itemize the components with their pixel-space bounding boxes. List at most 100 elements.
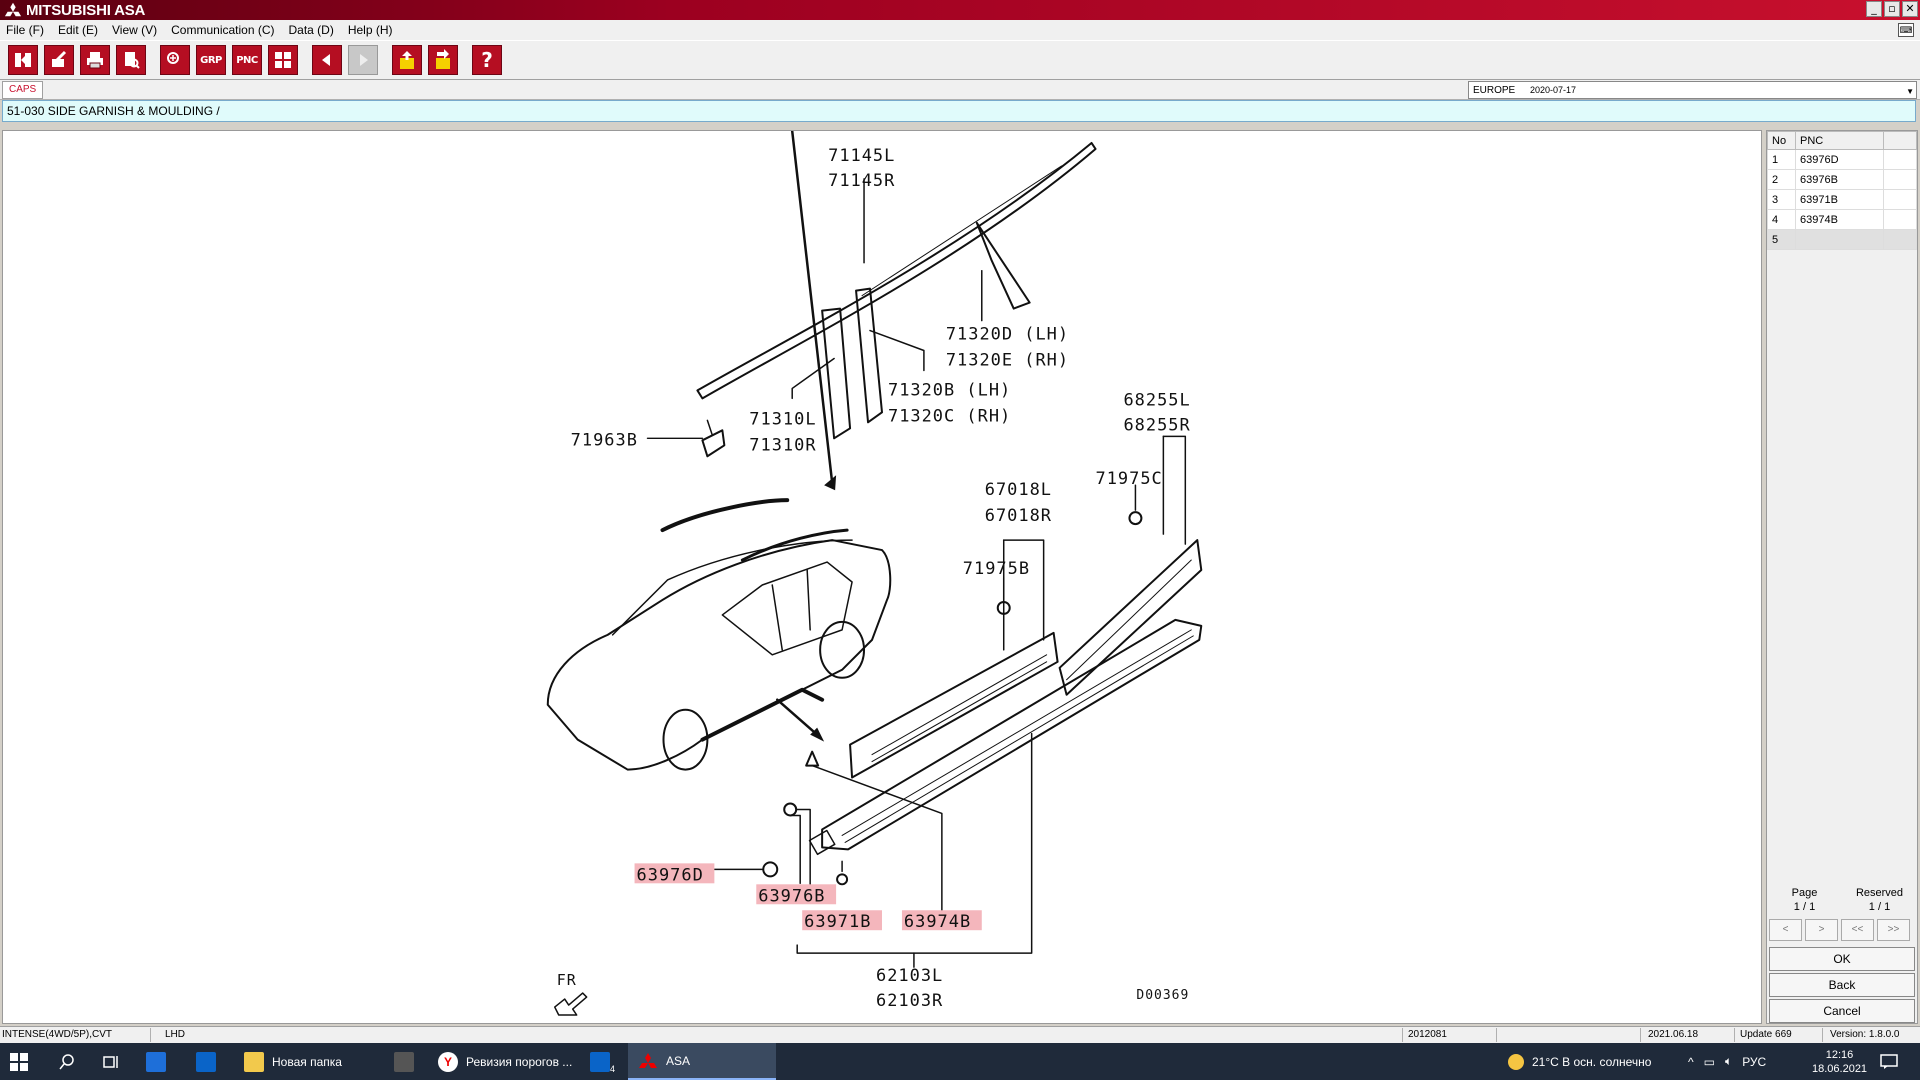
label-71145l[interactable]: 71145L xyxy=(828,145,895,165)
label-63976b[interactable]: 63976B xyxy=(758,885,825,905)
fastener-63976b-drawing xyxy=(836,873,849,886)
previous-button[interactable] xyxy=(312,45,342,75)
back-button[interactable]: Back xyxy=(1769,973,1915,997)
label-63974b[interactable]: 63974B xyxy=(904,911,971,931)
edit-list-button[interactable] xyxy=(44,45,74,75)
row-pnc: 63976B xyxy=(1795,169,1884,190)
grp-button[interactable]: GRP xyxy=(196,45,226,75)
label-71310r[interactable]: 71310R xyxy=(749,434,816,454)
grid-view-button[interactable] xyxy=(268,45,298,75)
task-view-button[interactable] xyxy=(102,1043,120,1080)
cancel-button[interactable]: Cancel xyxy=(1769,999,1915,1023)
close-button[interactable]: ✕ xyxy=(1902,1,1918,17)
label-71320e[interactable]: 71320E (RH) xyxy=(946,349,1069,369)
notification-icon xyxy=(1880,1053,1898,1069)
window-title: MITSUBISHI ASA xyxy=(26,1,146,19)
label-71963b[interactable]: 71963B xyxy=(571,429,638,449)
print-button[interactable] xyxy=(80,45,110,75)
taskbar-asa-label: ASA xyxy=(666,1053,691,1068)
label-63976d[interactable]: 63976D xyxy=(637,864,704,884)
clock[interactable]: 12:16 18.06.2021 xyxy=(1812,1043,1867,1080)
moulding-62103-drawing xyxy=(821,618,1203,851)
keyboard-icon[interactable]: ⌨ xyxy=(1898,23,1914,37)
taskbar-asa[interactable]: ASA xyxy=(628,1043,776,1080)
caps-tab[interactable]: CAPS xyxy=(2,81,44,99)
table-row[interactable]: 1 63976D xyxy=(1767,149,1917,170)
status-date: 2021.06.18 xyxy=(1648,1029,1699,1040)
catalog-home-button[interactable] xyxy=(8,45,38,75)
table-row[interactable]: 5 xyxy=(1767,229,1917,250)
label-71320d[interactable]: 71320D (LH) xyxy=(946,324,1069,344)
next-button[interactable] xyxy=(348,45,378,75)
label-71975b[interactable]: 71975B xyxy=(963,558,1030,578)
import-button[interactable] xyxy=(392,45,422,75)
last-page-button[interactable]: >> xyxy=(1877,919,1910,941)
help-button[interactable]: ? xyxy=(472,45,502,75)
grp-label: GRP xyxy=(200,54,222,66)
menu-data[interactable]: Data (D) xyxy=(288,23,334,37)
keyboard-lang[interactable]: РУС xyxy=(1742,1054,1767,1069)
ok-button[interactable]: OK xyxy=(1769,947,1915,971)
highlight-63976b xyxy=(756,884,837,905)
chevron-up-icon[interactable]: ^ xyxy=(1688,1054,1694,1069)
region-name: EUROPE xyxy=(1473,85,1516,96)
print-preview-button[interactable] xyxy=(116,45,146,75)
taskbar-mail[interactable] xyxy=(196,1043,224,1080)
menu-file[interactable]: File (F) xyxy=(6,23,44,37)
menu-communication[interactable]: Communication (C) xyxy=(171,23,275,37)
weather-text: 21°C В осн. солнечно xyxy=(1532,1054,1652,1069)
taskbar-folder[interactable]: Новая папка xyxy=(236,1043,388,1080)
menu-edit[interactable]: Edit (E) xyxy=(58,23,99,37)
label-71145r[interactable]: 71145R xyxy=(828,170,895,190)
prev-page-button[interactable]: < xyxy=(1769,919,1802,941)
label-71320c[interactable]: 71320C (RH) xyxy=(888,405,1011,425)
taskbar-browser[interactable]: Y Ревизия порогов ... xyxy=(432,1043,582,1080)
export-button[interactable] xyxy=(428,45,458,75)
taskbar-calculator[interactable] xyxy=(394,1043,422,1080)
restore-button[interactable]: ▫ xyxy=(1884,1,1900,17)
label-63971b[interactable]: 63971B xyxy=(804,911,871,931)
taskbar-app-1[interactable] xyxy=(146,1043,174,1080)
row-pnc: 63971B xyxy=(1795,189,1884,210)
diagram-code: D00369 xyxy=(1136,988,1189,1003)
label-71320b[interactable]: 71320B (LH) xyxy=(888,379,1011,399)
weather-widget[interactable]: 21°C В осн. солнечно xyxy=(1508,1043,1651,1080)
label-71975c[interactable]: 71975C xyxy=(1096,468,1163,488)
chevron-down-icon[interactable]: ▼ xyxy=(1906,87,1914,96)
network-icon[interactable]: ▭ xyxy=(1703,1054,1715,1069)
search-button[interactable] xyxy=(58,1043,76,1080)
label-62103r[interactable]: 62103R xyxy=(876,990,943,1010)
zoom-button[interactable] xyxy=(160,45,190,75)
taskbar-outlook[interactable]: 4 xyxy=(590,1043,615,1080)
first-page-button[interactable]: << xyxy=(1841,919,1874,941)
quarter-trim-drawing xyxy=(975,221,1031,310)
notifications-button[interactable] xyxy=(1880,1043,1898,1080)
menu-help[interactable]: Help (H) xyxy=(347,23,393,37)
region-select[interactable]: EUROPE 2020-07-17 ▼ xyxy=(1468,81,1917,99)
start-button[interactable] xyxy=(10,1043,28,1080)
label-62103l[interactable]: 62103L xyxy=(876,965,943,985)
row-extra xyxy=(1883,209,1917,230)
table-row[interactable]: 3 63971B xyxy=(1767,189,1917,210)
parts-diagram[interactable]: 71145L 71145R 71320D (LH) 71320E (RH) 71… xyxy=(2,129,1762,1024)
label-71310l[interactable]: 71310L xyxy=(749,408,816,428)
breadcrumb: 51-030 SIDE GARNISH & MOULDING / xyxy=(2,100,1916,122)
table-row[interactable]: 2 63976B xyxy=(1767,169,1917,190)
highlight-63974b xyxy=(901,910,982,931)
label-68255r[interactable]: 68255R xyxy=(1123,414,1190,434)
folder-arrow-icon xyxy=(400,51,414,69)
pencil-list-icon xyxy=(52,50,67,67)
pnc-button[interactable]: PNC xyxy=(232,45,262,75)
speaker-icon[interactable]: 🔈︎ xyxy=(1724,1054,1733,1068)
menu-view[interactable]: View (V) xyxy=(112,23,158,37)
tray-icons[interactable]: ^ ▭ 🔈︎ РУС xyxy=(1688,1043,1776,1080)
status-version: Version: 1.8.0.0 xyxy=(1830,1029,1900,1040)
label-67018l[interactable]: 67018L xyxy=(985,479,1052,499)
roof-rail-drawing xyxy=(696,141,1097,400)
status-bar: INTENSE(4WD/5P),CVT LHD 2012081 2021.06.… xyxy=(0,1026,1920,1043)
minimize-button[interactable]: _ xyxy=(1866,1,1882,17)
table-row[interactable]: 4 63974B xyxy=(1767,209,1917,230)
label-67018r[interactable]: 67018R xyxy=(985,505,1052,525)
label-68255l[interactable]: 68255L xyxy=(1123,389,1190,409)
next-page-button[interactable]: > xyxy=(1805,919,1838,941)
